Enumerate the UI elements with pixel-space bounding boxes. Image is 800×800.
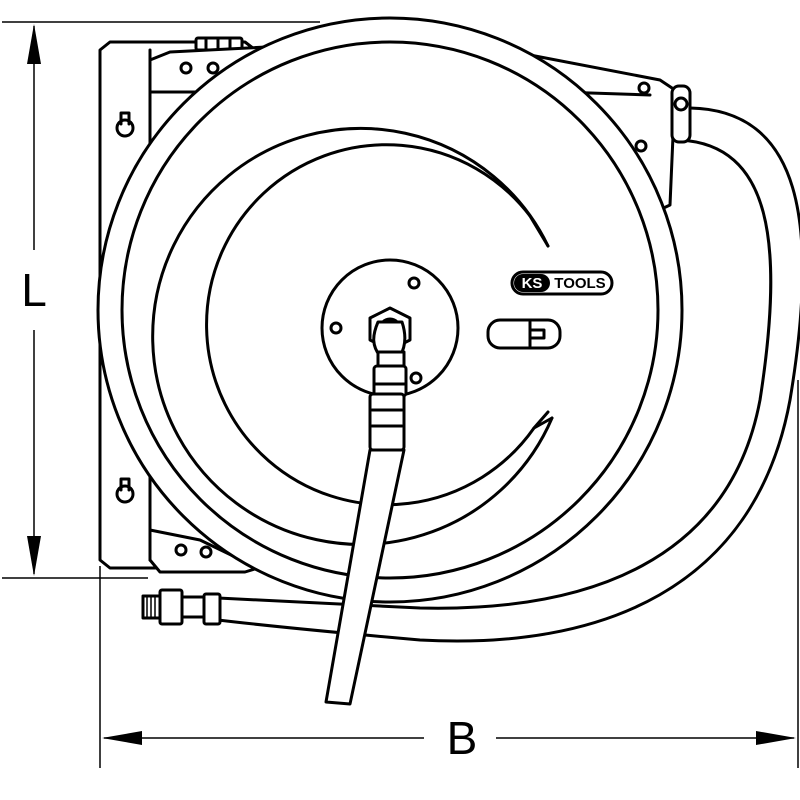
hose-guide-pivot: [670, 84, 692, 144]
dimension-b-arrow-left: [102, 731, 142, 745]
brand-logo: KS TOOLS: [510, 270, 614, 296]
dimension-b: B: [99, 380, 799, 768]
dimension-l-arrow-top: [27, 24, 41, 64]
brand-logo-tools: TOOLS: [554, 275, 605, 292]
reel-housing-inner-rim: [120, 40, 660, 580]
keyhole-slot-top: [115, 111, 135, 138]
brand-logo-ks: KS: [522, 275, 543, 292]
supply-hose-crimp-sleeve: [202, 592, 222, 626]
drum-c-track: [205, 143, 550, 507]
supply-hose-nut: [158, 588, 184, 626]
outlet-hose: [324, 320, 408, 706]
dimension-l: L: [2, 21, 320, 579]
lock-latch-body: [486, 318, 562, 350]
dimension-l-arrow-bottom: [27, 536, 41, 576]
dimension-b-arrow-right: [756, 731, 796, 745]
keyhole-slot-bottom: [115, 477, 135, 504]
dimension-label-b: B: [447, 712, 478, 764]
lock-latch: [486, 318, 562, 350]
dimension-label-l: L: [21, 264, 47, 316]
outlet-hose-crimp: [368, 392, 406, 452]
outlet-hose-tube: [324, 448, 406, 706]
